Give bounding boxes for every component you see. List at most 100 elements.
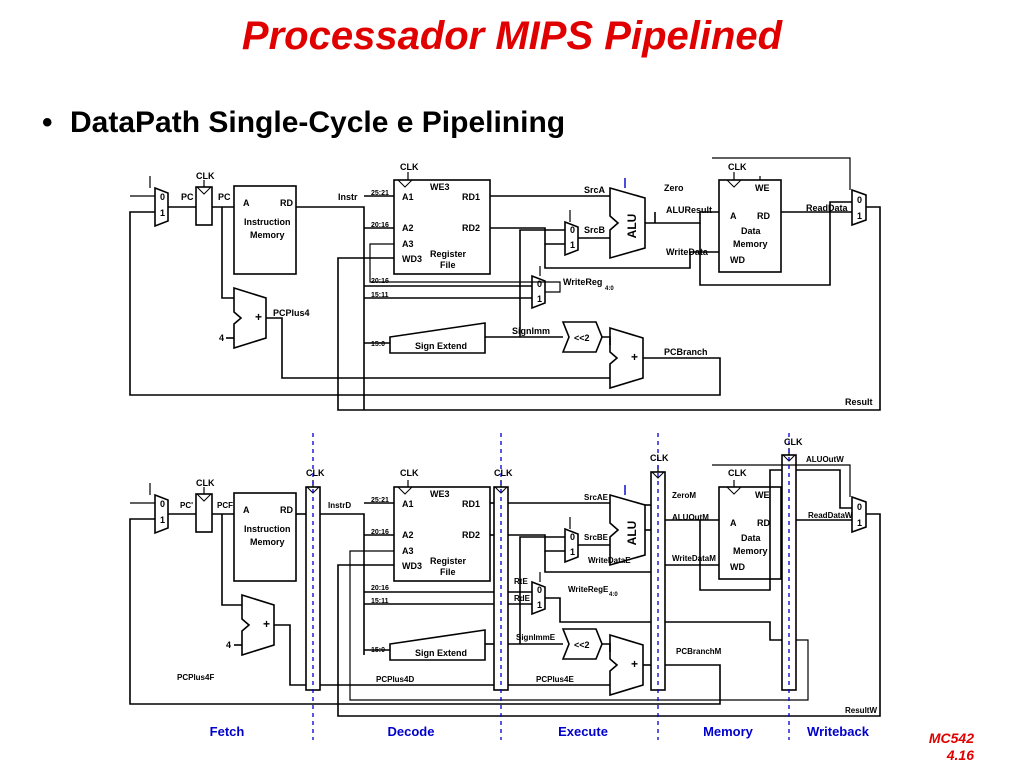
mux1-label: 1 [160, 208, 165, 218]
slide-title: Processador MIPS Pipelined [241, 14, 783, 58]
course-code: MC542 [928, 730, 974, 746]
dm-a-label: A [730, 211, 737, 221]
instruction-memory [233, 492, 297, 582]
four-label: 4 [219, 333, 224, 343]
shift-left-2 [561, 628, 603, 660]
pcf-label: PCF [217, 501, 233, 510]
signimm-label: SignImm [512, 326, 550, 336]
srcbe-label: SrcBE [584, 533, 609, 542]
dm-name: Memory [733, 546, 768, 556]
readdata-label: ReadData [806, 203, 849, 213]
mux1-label: 1 [570, 547, 575, 557]
register-file [393, 486, 491, 582]
signimme-label: SignImmE [516, 633, 556, 642]
page-number: 4.16 [946, 747, 974, 763]
zerom-label: ZeroM [672, 491, 696, 500]
clk-label: CLK [400, 468, 419, 478]
writedatae-label: WriteDataE [588, 556, 631, 565]
a2-label: A2 [402, 530, 414, 540]
imem-name: Memory [250, 230, 285, 240]
pcplus4-adder [241, 593, 275, 657]
rd2-label: RD2 [462, 223, 480, 233]
dm-name: Memory [733, 239, 768, 249]
bits-label: 15:11 [371, 292, 389, 299]
single-cycle-labels: CLK CLK CLK PC PC 0 1 A RD Instruction M… [160, 162, 873, 407]
a1-label: A1 [402, 499, 414, 509]
rf-name: File [440, 260, 456, 270]
rd2-label: RD2 [462, 530, 480, 540]
plus-label: + [255, 310, 262, 324]
mux0-label: 0 [857, 195, 862, 205]
bullet-text: DataPath Single-Cycle e Pipelining [70, 106, 566, 139]
bullet-item: •DataPath Single-Cycle e Pipelining [42, 106, 565, 140]
stage-dividers [312, 433, 790, 740]
writereg-sub: 4:0 [605, 286, 614, 292]
dm-wd-label: WD [730, 562, 745, 572]
bits-label: 25:21 [371, 190, 389, 197]
wd3-label: WD3 [402, 561, 422, 571]
signext-label: Sign Extend [415, 648, 467, 658]
sign-extend [389, 322, 486, 354]
clk-label: CLK [306, 468, 325, 478]
we-label: WE [755, 183, 770, 193]
writerege-sub: 4:0 [609, 592, 618, 598]
instr-label: Instr [338, 192, 358, 202]
imem-name: Memory [250, 537, 285, 547]
a2-label: A2 [402, 223, 414, 233]
imem-rd-label: RD [280, 505, 293, 515]
we-label: WE [755, 490, 770, 500]
plus-label: + [263, 617, 270, 631]
dm-rd-label: RD [757, 518, 770, 528]
register-file [393, 179, 491, 275]
mux1-label: 1 [857, 211, 862, 221]
pc-label: PC [218, 192, 231, 202]
mux0-label: 0 [857, 502, 862, 512]
pc-register [195, 493, 213, 533]
clk-label: CLK [650, 453, 669, 463]
imem-a-label: A [243, 198, 250, 208]
single-cycle-datapath [129, 157, 881, 411]
rte-label: RtE [514, 577, 528, 586]
instruction-memory [233, 185, 297, 275]
stage-fetch: Fetch [210, 724, 245, 739]
a1-label: A1 [402, 192, 414, 202]
alu-label: ALU [625, 214, 639, 239]
slide-footer: MC542 4.16 [929, 730, 974, 764]
aluoutm-label: ALUOutM [672, 513, 709, 522]
data-memory [718, 179, 782, 273]
mux0-label: 0 [537, 585, 542, 595]
bits-label: 25:21 [371, 497, 389, 504]
writedatam-label: WriteDataM [672, 554, 716, 563]
pc-mux [154, 493, 169, 535]
mux1-label: 1 [537, 294, 542, 304]
result-label: Result [845, 397, 873, 407]
clk-label: CLK [494, 468, 513, 478]
plus-label: + [631, 350, 638, 364]
readdataw-label: ReadDataW [808, 511, 853, 520]
aluoutw-label: ALUOutW [806, 455, 844, 464]
branch-adder [609, 633, 644, 697]
we3-label: WE3 [430, 182, 450, 192]
clk-label: CLK [728, 162, 747, 172]
pcbranch-label: PCBranch [664, 347, 708, 357]
imem-name: Instruction [244, 217, 291, 227]
dm-wd-label: WD [730, 255, 745, 265]
srcb-label: SrcB [584, 225, 606, 235]
pc-next-label: PC [181, 192, 194, 202]
writerege-label: WriteRegE [568, 585, 609, 594]
pcplus4e-label: PCPlus4E [536, 675, 574, 684]
dm-name: Data [741, 226, 762, 236]
pcplus4d-label: PCPlus4D [376, 675, 414, 684]
mux1-label: 1 [537, 600, 542, 610]
mux1-label: 1 [857, 518, 862, 528]
zero-label: Zero [664, 183, 684, 193]
bits-label: 15:11 [371, 598, 389, 605]
branch-adder [609, 326, 644, 390]
a3-label: A3 [402, 546, 414, 556]
mux0-label: 0 [570, 225, 575, 235]
stage-decode: Decode [388, 724, 435, 739]
bits-label: 15:0 [371, 647, 385, 654]
clk-label: CLK [784, 437, 803, 447]
pcplus4-adder [233, 286, 267, 350]
